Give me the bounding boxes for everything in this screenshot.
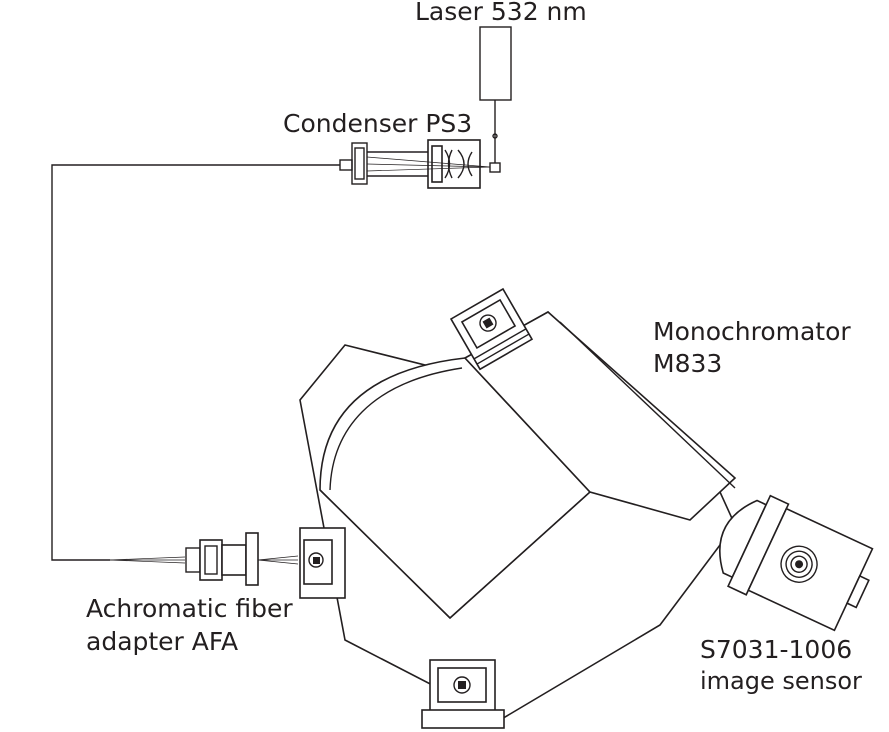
optical-fiber bbox=[51, 164, 340, 561]
image-sensor-model-label: S7031-1006 bbox=[700, 635, 853, 664]
condenser-ps3 bbox=[339, 139, 491, 189]
laser-label: Laser 532 nm bbox=[415, 0, 587, 26]
condenser-label: Condenser PS3 bbox=[283, 109, 473, 138]
laser-module bbox=[479, 26, 512, 173]
monochromator-m833 bbox=[299, 287, 737, 729]
image-sensor-label: image sensor bbox=[700, 667, 862, 695]
fiber-adapter-label-line2: adapter AFA bbox=[86, 627, 239, 656]
monochromator-model-label: M833 bbox=[653, 349, 723, 378]
fiber-adapter-label: Achromatic fiber bbox=[86, 594, 293, 623]
monochromator-label: Monochromator bbox=[653, 317, 851, 346]
image-sensor-s7031 bbox=[719, 494, 874, 632]
fiber-adapter-afa bbox=[109, 532, 299, 586]
